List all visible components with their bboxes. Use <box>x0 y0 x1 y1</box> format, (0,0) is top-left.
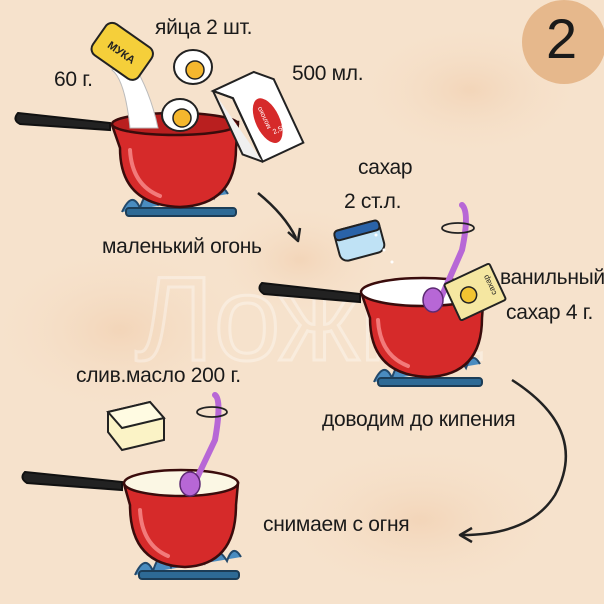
vanilla-sugar-pack-icon: сахар <box>443 262 507 322</box>
egg-in-pot <box>161 98 199 132</box>
label-boil: доводим до кипения <box>322 408 516 431</box>
label-butter: слив.масло 200 г. <box>76 364 241 387</box>
butter-block-icon <box>106 400 166 452</box>
label-vanilla-title: ванильный <box>500 266 604 289</box>
label-sugar-title: сахар <box>358 156 413 179</box>
milk-carton-icon: молоко 2,5% <box>210 70 305 163</box>
label-sugar-amount: 2 ст.л. <box>344 190 402 213</box>
arrow-to-step-2 <box>257 192 302 243</box>
label-eggs: яйца 2 шт. <box>155 16 253 39</box>
label-milk-amount: 500 мл. <box>292 62 364 85</box>
arrow-to-step-3 <box>458 378 568 544</box>
saucepan-3 <box>21 468 240 569</box>
spoon-in-pot-3 <box>179 392 228 497</box>
egg-halves-icon <box>173 49 213 85</box>
step-badge <box>522 0 604 84</box>
step-number: 2 <box>546 7 577 70</box>
flour-pack-icon: МУКА <box>90 21 154 81</box>
saucepan-1 <box>14 111 240 209</box>
label-flour-amount: 60 г. <box>54 68 93 91</box>
spoon-in-pot-2 <box>422 202 475 313</box>
label-vanilla-amount: сахар 4 г. <box>506 301 594 324</box>
sugar-jar-icon <box>333 219 394 264</box>
label-low-heat: маленький огонь <box>102 235 262 258</box>
label-remove-heat: снимаем с огня <box>263 513 410 536</box>
